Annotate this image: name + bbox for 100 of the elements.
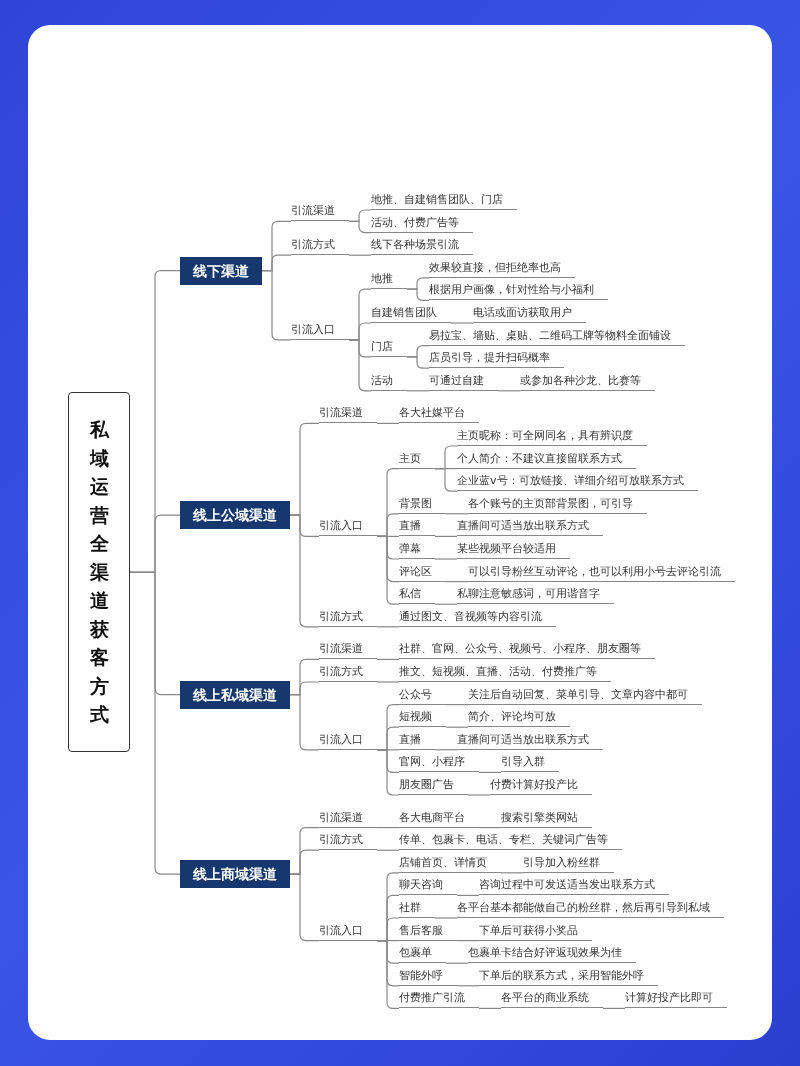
topic-label: 背景图 [399,493,446,514]
topic-label: 地推 [371,269,407,290]
topic-label: 可通过自建 [429,370,498,391]
branch-box: 线上私域渠道 [180,680,290,709]
topic-label: 包裹单卡结合好评返现效果为佳 [468,943,636,964]
topic-label: 直播间可适当放出联系方式 [457,729,603,750]
connector-line [289,694,320,751]
connector-line [261,270,292,341]
topic-label: 官网、小程序 [399,752,479,773]
connector-line [456,985,480,987]
topic-label: 直播 [399,516,435,537]
connector-line [376,535,400,605]
topic-label: 各平台的商业系统 [501,988,603,1009]
connector-line [445,581,469,583]
connector-line [376,849,400,851]
topic-label: 效果较直接，但拒绝率也高 [429,257,575,278]
connector-line [478,827,502,829]
topic-label: 地推、自建销售团队、门店 [371,190,517,210]
topic-label: 搜索引擎类网站 [501,807,592,828]
topic-label: 聊天咨询 [399,875,457,896]
topic-label: 计算好投产比即可 [625,988,727,1009]
connector-line [289,514,320,628]
topic-label: 传单、包裹卡、电话、专栏、关键词广告等 [399,830,622,851]
topic-label: 主页昵称：可全网同名，具有辨识度 [457,426,647,446]
connector-line [445,704,469,706]
topic-label: 引流入口 [319,729,377,750]
connector-line [434,558,458,560]
connector-line [602,1007,626,1009]
connector-line [348,254,372,256]
topic-label: 直播 [399,729,435,750]
topic-label: 关注后自动回复、菜单引导、文章内容中都可 [468,684,702,705]
topic-label: 私信 [399,584,435,605]
topic-label: 门店 [371,336,407,357]
connector-line [445,962,469,964]
topic-label: 某些视频平台较适用 [457,539,570,559]
topic-label: 各平台基本都能做自己的粉丝群，然后再引导到私域 [457,898,724,918]
topic-label: 引导入群 [501,752,559,773]
connector-line [445,513,469,515]
topic-label: 咨询过程中可发送适当发出联系方式 [479,875,669,896]
connector-line [434,603,458,605]
topic-label: 自建销售团队 [371,303,451,323]
connector-line [376,658,400,660]
connector-line [376,749,400,796]
topic-label: 引导加入粉丝群 [523,852,614,873]
central-topic-box: 私域运营全渠道获客方式 [68,392,130,752]
connector-line [497,390,521,392]
topic-label: 各大社媒平台 [399,403,479,424]
connector-line [376,422,400,424]
topic-label: 推文、短视频、直播、活动、付费推广等 [399,662,611,682]
topic-label: 活动 [371,370,407,391]
topic-label: 私聊注意敏感词，可用谐音字 [457,584,614,605]
topic-label: 通过图文、音视频等内容引流 [399,606,556,627]
topic-label: 活动、付费广告等 [371,212,473,233]
connector-line [445,726,469,728]
topic-label: 售后客服 [399,920,457,941]
topic-label: 店铺首页、详情页 [399,852,501,873]
branch-box: 线上商域渠道 [180,860,290,889]
topic-label: 主页 [399,448,435,469]
connector-line [500,872,524,874]
connector-line [456,894,480,896]
topic-label: 下单后的联系方式，采用智能外呼 [479,965,658,986]
topic-label: 店员引导，提升扫码概率 [429,348,564,369]
topic-label: 短视频 [399,707,446,728]
connector-line [467,794,491,796]
connector-line [376,681,400,683]
connector-line [348,220,372,234]
connector-line [289,873,320,942]
connector-line [376,940,400,1009]
topic-label: 引流渠道 [319,807,377,828]
connector-line [478,771,502,773]
connector-line [376,626,400,628]
connector-line [450,322,474,324]
topic-label: 企业蓝v号：可放链接、详细介绍可放联系方式 [457,471,698,492]
topic-label: 引流方式 [319,662,377,682]
topic-label: 根据用户画像，针对性给与小福利 [429,280,608,301]
topic-label: 下单后可获得小奖品 [479,920,592,941]
topic-label: 公众号 [399,684,446,705]
connector-line [478,1007,502,1009]
topic-label: 线下各种场景引流 [371,235,473,256]
topic-label: 弹幕 [399,539,435,559]
topic-label: 评论区 [399,561,446,582]
branch-box: 线下渠道 [180,256,262,285]
topic-label: 可以引导粉丝互动评论，也可以利用小号去评论引流 [468,561,735,582]
topic-label: 直播间可适当放出联系方式 [457,516,603,537]
topic-label: 引流渠道 [319,639,377,660]
topic-label: 或参加各种沙龙、比赛等 [520,370,655,391]
topic-label: 引流渠道 [291,201,349,222]
connector-line [376,827,400,829]
topic-label: 引流方式 [319,830,377,851]
topic-label: 简介、评论均可放 [468,707,570,728]
topic-label: 社群 [399,898,435,918]
connector-line [434,749,458,751]
topic-label: 各个账号的主页部背景图，可引导 [468,493,647,514]
connector-line [129,571,181,875]
connector-line [456,940,480,942]
topic-label: 付费推广引流 [399,988,479,1009]
connector-line [406,288,430,301]
topic-label: 智能外呼 [399,965,457,986]
topic-label: 包裹单 [399,943,446,964]
connector-line [406,390,430,392]
